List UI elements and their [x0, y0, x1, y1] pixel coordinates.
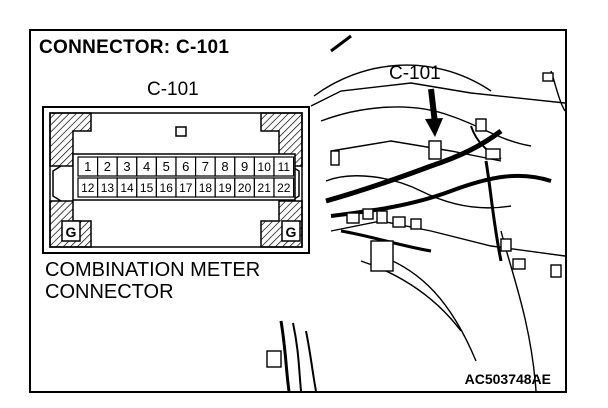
pin-number: 8 [221, 159, 228, 174]
page-title: CONNECTOR: C-101 [39, 37, 230, 58]
plug-13 [542, 72, 554, 82]
pin-cell: 10 [253, 156, 275, 177]
pin-number: 21 [258, 181, 272, 195]
pin-cell: 2 [96, 156, 118, 177]
connector-caption: COMBINATION METER CONNECTOR [45, 259, 260, 303]
plug-15 [370, 240, 394, 272]
pin-number: 4 [143, 159, 150, 174]
callout-label: C-101 [389, 63, 441, 84]
pin-number: 16 [160, 181, 174, 195]
plug-10 [512, 258, 526, 270]
pin-number: 3 [123, 159, 130, 174]
pin-number: 6 [182, 159, 189, 174]
pin-number: 10 [258, 160, 272, 174]
pin-number: 1 [84, 159, 91, 174]
pin-cell: 9 [234, 156, 256, 177]
plug-6 [376, 210, 388, 224]
pin-box [273, 156, 295, 177]
pin-number: 11 [278, 160, 291, 174]
plug-12 [330, 150, 340, 166]
plug-7 [392, 216, 406, 228]
harness-drop [484, 160, 503, 262]
harness-bottom-3 [305, 330, 317, 391]
pin-cell: 17 [175, 177, 197, 198]
dashboard-illustration [279, 34, 565, 391]
connector-latch [175, 126, 187, 137]
pin-cell: 3 [116, 156, 138, 177]
harness-main [325, 128, 503, 204]
pin-cell: 20 [234, 177, 256, 198]
dash-lower-curve [325, 175, 512, 209]
pin-number: 15 [140, 181, 154, 195]
plug-14 [266, 350, 282, 368]
pin-cell: 21 [253, 177, 275, 198]
caption-line-1: COMBINATION METER [45, 259, 261, 281]
dash-bottom-edge [330, 220, 565, 257]
pin-cell: 14 [116, 177, 138, 198]
pin-cell: 15 [136, 177, 158, 198]
plug-4 [346, 212, 360, 224]
callout-arrow [425, 88, 443, 137]
plug-11 [550, 264, 562, 278]
pin-number: 17 [179, 181, 193, 195]
pin-cell: 6 [175, 156, 197, 177]
pin-cell: 7 [195, 156, 216, 177]
pin-cell: 1 [77, 156, 99, 177]
hatch-top-left [49, 112, 92, 167]
pin-cell: 11 [273, 156, 295, 177]
dash-side-line [500, 230, 537, 391]
pin-number: 12 [81, 181, 95, 195]
pin-cell: 22 [273, 177, 295, 198]
pin-number: 7 [202, 159, 209, 174]
dash-panel-line [330, 140, 502, 162]
plug-2 [475, 118, 487, 132]
plug-5 [362, 208, 374, 220]
plug-9 [500, 238, 512, 252]
pin-number: 5 [163, 159, 170, 174]
ground-box-left [61, 220, 81, 242]
pin-number: 2 [104, 159, 111, 174]
dash-column-right [380, 255, 477, 362]
pin-cell: 13 [96, 177, 118, 198]
plug-8 [410, 218, 422, 230]
pins-bottom-row: 12 13 14 15 16 17 18 19 20 21 22 [77, 177, 295, 198]
ground-label-left: G [66, 224, 77, 240]
pin-number: 22 [277, 181, 291, 195]
dash-inner-curve [320, 106, 532, 147]
plug-3 [485, 148, 501, 160]
pin-cell: 12 [77, 177, 99, 198]
dash-top-edge [310, 82, 565, 107]
pin-cell: 16 [155, 177, 177, 198]
dash-top-stroke [330, 34, 352, 53]
pin-number: 18 [199, 181, 213, 195]
harness-bottom-1 [279, 320, 291, 391]
pin-box [273, 177, 295, 198]
hatch-top-right [260, 112, 303, 167]
harness-plugs [266, 72, 562, 368]
pin-cell: 19 [214, 177, 236, 198]
ground-box-right [281, 220, 301, 242]
pin-number: 19 [218, 181, 232, 195]
dash-outline-arc [313, 64, 492, 97]
pin-number: 20 [238, 181, 252, 195]
pin-cell: 8 [214, 156, 236, 177]
pin-cell: 4 [136, 156, 158, 177]
pin-number: 9 [241, 159, 248, 174]
plug-c101 [428, 140, 442, 160]
caption-line-2: CONNECTOR [45, 281, 174, 303]
figure-code: AC503748AE [464, 371, 551, 387]
ground-label-right: G [286, 224, 297, 240]
harness-bottom-2 [292, 322, 302, 391]
connector-label: C-101 [147, 79, 199, 100]
pin-number: 13 [101, 181, 115, 195]
pin-number: 14 [120, 181, 134, 195]
pin-cell: 18 [195, 177, 216, 198]
notch-left [52, 165, 62, 202]
pin-cell: 5 [155, 156, 177, 177]
